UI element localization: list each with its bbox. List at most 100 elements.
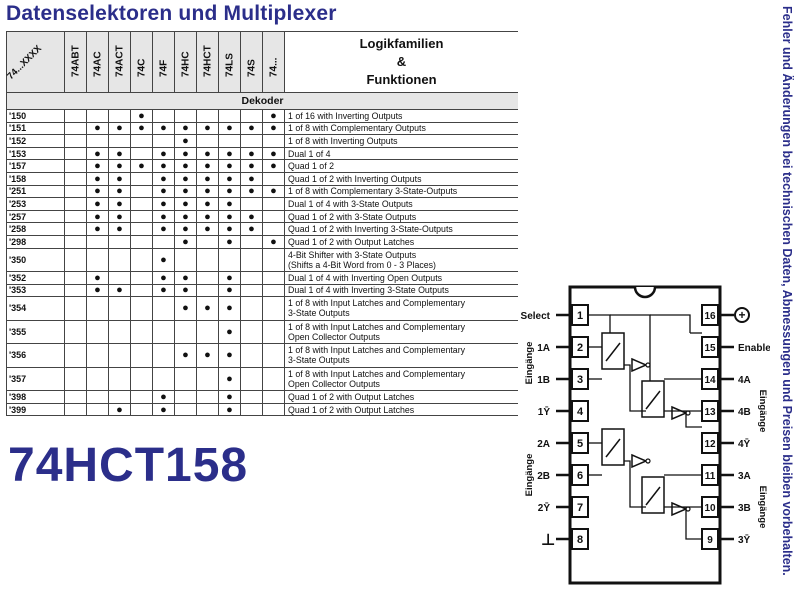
availability-dot: ● [262,146,285,161]
empty-cell [240,296,263,321]
availability-dot: ● [108,197,131,211]
type-code: '157 [6,159,65,173]
empty-cell [262,197,285,211]
empty-cell [174,247,197,273]
availability-dot: ● [196,159,219,173]
availability-dot: ● [86,222,109,236]
availability-dot: ● [108,209,131,224]
type-code: '257 [6,209,65,224]
availability-dot: ● [86,184,109,199]
availability-dot: ● [240,222,263,236]
function-line: Quad 1 of 2 with Output Latches [288,404,415,415]
function-line: Quad 1 of 2 with Inverting Outputs [288,173,422,184]
empty-cell [196,283,219,298]
family-header: 74AC [86,31,109,93]
table-row: '257●●●●●●●Quad 1 of 2 with 3-State Outp… [6,209,518,224]
circuit-wire [685,411,702,428]
pin-number: 9 [707,535,713,546]
empty-cell [64,247,87,273]
circuit-wire [685,507,702,540]
empty-cell [240,134,263,148]
function-description: 1 of 8 with Inverting Outputs [284,134,518,148]
function-line: 1 of 8 with Input Latches and Complement… [288,345,466,356]
family-label: 74HC [180,51,191,77]
empty-cell [86,109,109,123]
empty-cell [240,271,263,285]
empty-cell [196,234,219,249]
empty-cell [86,366,109,392]
switch-blade [645,486,661,506]
availability-dot: ● [130,159,153,173]
inverter-gate [631,453,648,469]
table-row: '150●●1 of 16 with Inverting Outputs [6,109,518,123]
availability-dot: ● [152,283,175,298]
function-line: Dual 1 of 4 with Inverting 3-State Outpu… [288,285,449,296]
empty-cell [64,159,87,173]
availability-dot: ● [108,159,131,173]
availability-dot: ● [86,197,109,211]
empty-cell [64,390,87,404]
function-description: 1 of 8 with Input Latches and Complement… [284,366,518,392]
empty-cell [64,171,87,186]
type-code: '153 [6,146,65,161]
family-label: 74LS [224,53,235,77]
pin-label: 2Ȳ [538,502,551,514]
pin-number: 13 [704,407,716,418]
empty-cell [108,296,131,321]
ic-body [568,285,722,585]
function-line: Quad 1 of 2 with Output Latches [288,236,415,247]
pin-number: 5 [577,438,583,450]
empty-cell [86,390,109,404]
function-description: Dual 1 of 4 [284,146,518,161]
pin-number: 12 [704,439,716,450]
availability-dot: ● [152,171,175,186]
availability-dot: ● [152,402,175,417]
type-code: '350 [6,247,65,273]
availability-dot: ● [174,134,197,148]
type-code: '353 [6,283,65,298]
table-row: '354●●●1 of 8 with Input Latches and Com… [6,296,518,321]
pin-number: 3 [577,374,583,386]
empty-cell [262,209,285,224]
pin-number: 7 [577,502,583,514]
pin-label: 4A [738,375,751,386]
empty-cell [240,319,263,345]
availability-dot: ● [262,159,285,173]
availability-dot: ● [196,209,219,224]
function-description: Quad 1 of 2 with 3-State Outputs [284,209,518,224]
type-code: '258 [6,222,65,236]
empty-cell [130,171,153,186]
pin-label: 3B [738,503,751,514]
empty-cell [196,402,219,417]
function-description: 1 of 8 with Complementary Outputs [284,121,518,136]
availability-dot: ● [152,390,175,404]
empty-cell [240,234,263,249]
table-row: '253●●●●●●Dual 1 of 4 with 3-State Outpu… [6,197,518,211]
availability-dot: ● [152,184,175,199]
empty-cell [130,366,153,392]
empty-cell [64,296,87,321]
function-line: (Shifts a 4-Bit Word from 0 - 3 Places) [288,259,436,270]
empty-cell [64,222,87,236]
table-row: '350●4-Bit Shifter with 3-State Outputs(… [6,247,518,273]
inverter-bubble [645,458,651,464]
availability-dot: ● [218,390,241,404]
availability-dot: ● [152,121,175,136]
mux-switch [601,428,625,466]
empty-cell [130,319,153,345]
availability-dot: ● [130,121,153,136]
empty-cell [262,134,285,148]
availability-dot: ● [174,222,197,236]
empty-cell [152,234,175,249]
function-line: 4-Bit Shifter with 3-State Outputs [288,249,417,260]
empty-cell [262,390,285,404]
availability-dot: ● [86,121,109,136]
availability-dot: ● [218,366,241,392]
type-code: '151 [6,121,65,136]
vcc-symbol [734,307,750,323]
family-header: 74HC [174,31,197,93]
circuit-wire [650,314,691,333]
empty-cell [196,271,219,285]
type-code: '152 [6,134,65,148]
availability-dot: ● [174,159,197,173]
